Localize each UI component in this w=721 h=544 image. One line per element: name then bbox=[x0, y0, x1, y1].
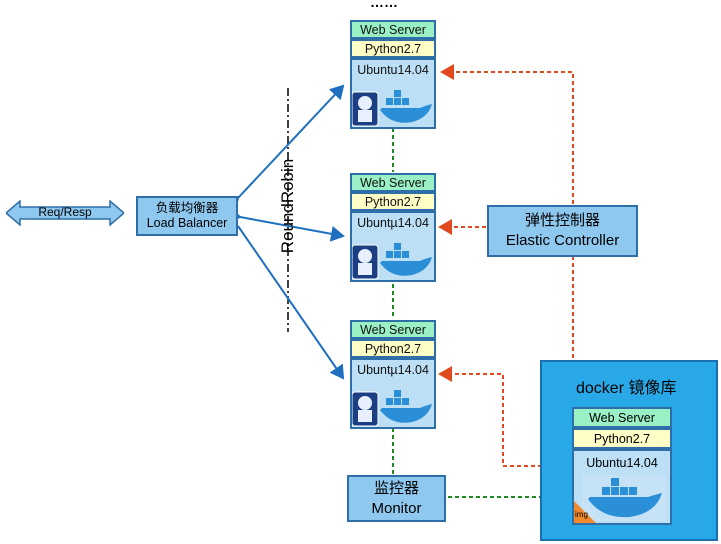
elastic-controller-cn: 弹性控制器 bbox=[524, 212, 600, 229]
python-label: Python2.7 bbox=[572, 428, 672, 449]
web-server-label: Web Server bbox=[350, 173, 436, 192]
python-label: Python2.7 bbox=[350, 339, 436, 358]
docker-whale-icon bbox=[351, 239, 434, 286]
image-to-server3-arrow bbox=[438, 366, 570, 467]
elastic-controller: 弹性控制器 Elastic Controller bbox=[487, 205, 638, 257]
load-balancer-cn: 负载均衡器 bbox=[155, 201, 219, 215]
elastic-controller-en: Elastic Controller bbox=[505, 232, 620, 249]
req-resp-label: Req/Resp bbox=[38, 205, 92, 219]
img-tag: img bbox=[575, 510, 588, 519]
docker-whale-icon bbox=[351, 86, 434, 133]
lb-to-server1-arrow bbox=[223, 84, 345, 213]
docker-image-stack: Web Server Python2.7 Ubuntu14.04 img bbox=[572, 407, 672, 525]
docker-whale-icon: img bbox=[574, 471, 670, 528]
python-label: Python2.7 bbox=[350, 39, 436, 58]
more-servers-ellipsis: …… bbox=[370, 0, 398, 10]
monitor-en: Monitor bbox=[371, 499, 422, 517]
docker-whale-icon bbox=[351, 386, 434, 433]
req-resp-arrow: Req/Resp bbox=[6, 200, 124, 226]
round-robin-label: RoundRobin bbox=[278, 158, 297, 254]
web-server-label: Web Server bbox=[572, 407, 672, 428]
docker-repo-title: docker 镜像库 bbox=[576, 380, 677, 397]
load-balancer-en: Load Balancer bbox=[146, 216, 228, 230]
load-balancer: 负载均衡器 Load Balancer bbox=[136, 196, 238, 236]
python-label: Python2.7 bbox=[350, 192, 436, 211]
web-server-label: Web Server bbox=[350, 20, 436, 39]
web-server-label: Web Server bbox=[350, 320, 436, 339]
lb-to-server2-arrow bbox=[226, 206, 345, 242]
lb-to-server3-arrow bbox=[237, 225, 345, 380]
monitor-cn: 监控器 bbox=[373, 479, 419, 497]
controller-to-server1-arrow bbox=[440, 64, 574, 400]
monitor: 监控器 Monitor bbox=[347, 475, 446, 522]
